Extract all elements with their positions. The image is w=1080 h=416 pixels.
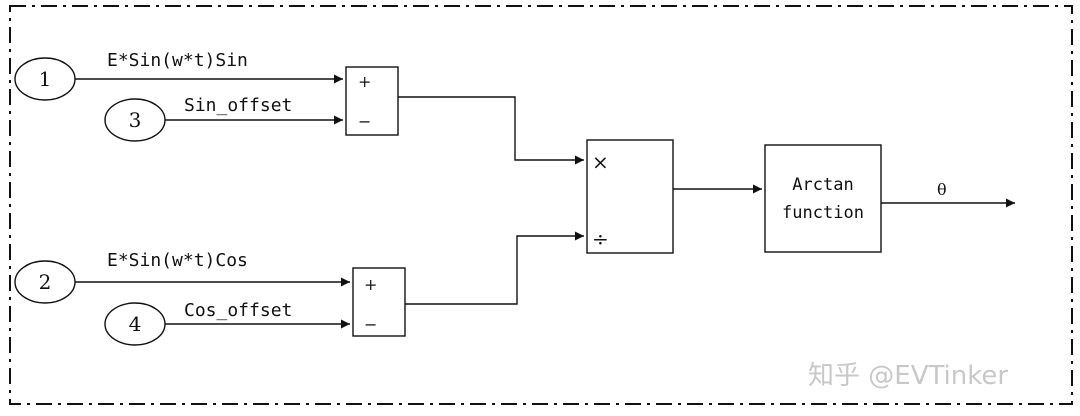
signal-label-sin-offset: Sin_offset: [184, 95, 292, 116]
arctan-function-block: [764, 144, 882, 253]
wire-sum-cos-to-product: [405, 231, 584, 305]
sum-block-cos: [352, 267, 406, 337]
arctan-label-line1: Arctan: [792, 175, 853, 195]
input-port-1-id: 1: [39, 67, 52, 91]
input-port-4-id: 4: [129, 312, 142, 336]
input-port-3-id: 3: [129, 108, 142, 132]
signal-label-cos: E*Sin(w*t)Cos: [107, 250, 248, 271]
sum-block-cos-minus: −: [364, 315, 377, 334]
signal-label-cos-offset: Cos_offset: [184, 300, 292, 321]
signal-label-sin: E*Sin(w*t)Sin: [107, 50, 248, 71]
sum-block-sin: [345, 66, 399, 136]
sum-block-cos-plus: +: [364, 275, 377, 294]
watermark-text: 知乎 @EVTinker: [808, 361, 1008, 391]
sum-block-sin-minus: −: [358, 112, 371, 131]
product-divide-symbol: ÷: [592, 227, 609, 251]
arctan-label-line2: function: [782, 203, 864, 223]
sum-block-sin-plus: +: [358, 72, 371, 91]
wire-sum-sin-to-product: [398, 96, 584, 165]
product-divide-block: [586, 139, 674, 254]
subsystem-frame: [9, 5, 1073, 405]
product-multiply-symbol: ×: [592, 150, 609, 174]
output-label-theta: θ: [937, 180, 947, 199]
input-port-2-id: 2: [39, 270, 52, 294]
